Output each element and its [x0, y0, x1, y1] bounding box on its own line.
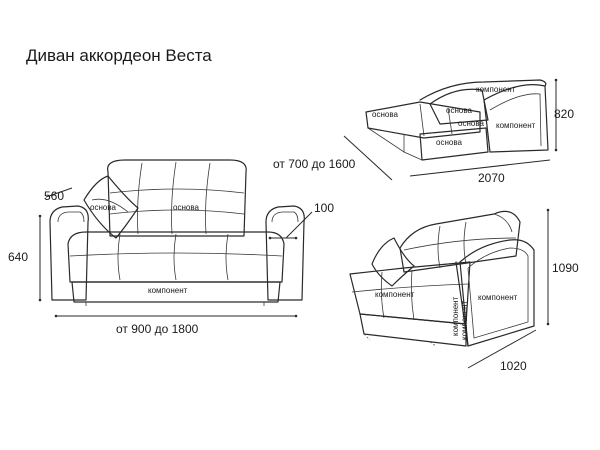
perspective-pillow	[371, 237, 415, 287]
front-seat-seam	[117, 233, 121, 281]
perspective-armrest	[459, 239, 535, 347]
dim-text-560: 560	[44, 189, 64, 203]
front-left-armrest	[49, 205, 89, 301]
perspective-sofa	[349, 210, 535, 347]
perspective-backrest-seam	[463, 221, 467, 265]
unfolded-mattress-seam	[447, 107, 453, 135]
perspective-backrest-roll	[493, 213, 513, 233]
label-komponent-seat: компонент	[375, 290, 415, 299]
dim-text-820: 820	[554, 107, 574, 121]
label-komponent-front: компонент	[148, 286, 188, 295]
unfolded-backrest	[429, 88, 489, 125]
label-komponent-unfolded-side: компонент	[496, 121, 536, 130]
label-osnova-unfolded-front: основа	[436, 138, 462, 147]
dim-text-640: 640	[8, 250, 28, 264]
front-seat-seam	[69, 252, 283, 257]
dim-line-unfold-range	[343, 135, 393, 181]
dim-line-100	[285, 211, 313, 239]
perspective-armrest-front	[455, 261, 469, 347]
unfolded-sofa	[365, 79, 549, 161]
dim-line-1020	[467, 329, 537, 369]
dim-line-2070	[409, 159, 551, 177]
dim-text-2070: 2070	[478, 171, 505, 185]
dim-text-100: 100	[314, 201, 334, 215]
front-backrest	[107, 159, 247, 237]
dim-text-width-range: от 900 до 1800	[116, 322, 199, 336]
label-osnova-backrest: основа	[173, 203, 199, 212]
front-pillow-fold	[91, 198, 129, 213]
front-seat	[67, 231, 285, 283]
front-base-panel	[71, 281, 281, 303]
perspective-base-dashes	[363, 333, 437, 347]
perspective-base	[359, 313, 467, 347]
label-osnova-unfolded-back: основа	[446, 106, 472, 115]
unfolded-front-block	[419, 127, 489, 161]
perspective-seat-seam	[380, 271, 385, 319]
perspective-backrest-seam	[403, 237, 517, 251]
dim-text-unfold-range: от 700 до 1600	[273, 157, 356, 171]
perspective-seat-seam	[410, 269, 415, 321]
label-komponent-armrest: компонент	[478, 293, 518, 302]
diagram-title: Диван аккордеон Веста	[26, 46, 212, 65]
perspective-backrest-seam	[437, 225, 441, 269]
front-pillow	[83, 175, 139, 239]
front-seat-seam	[225, 233, 229, 281]
perspective-seat-seam	[351, 283, 469, 293]
label-komponent-vertical-1: компонент	[451, 296, 460, 336]
front-backrest-seam	[109, 188, 245, 194]
unfolded-mattress-seam	[419, 103, 425, 137]
unfolded-armrest	[483, 84, 549, 153]
front-right-armrest	[265, 205, 305, 301]
front-backrest-seam	[137, 162, 143, 235]
unfolded-armrest-inner	[489, 93, 542, 147]
front-right-armrest-inner	[271, 211, 299, 223]
front-left-armrest-inner	[57, 211, 85, 223]
front-seat-seam	[173, 233, 177, 281]
front-view-sofa	[49, 159, 305, 306]
unfolded-armrest-top	[419, 79, 547, 101]
dim-text-1020: 1020	[500, 359, 527, 373]
label-komponent-unfolded-top: компонент	[476, 85, 516, 94]
label-osnova-pillow: основа	[90, 203, 116, 212]
label-komponent-vertical-2: компонент	[460, 300, 469, 340]
front-backrest-seam	[171, 161, 177, 235]
dim-line-560	[45, 187, 73, 198]
perspective-seat	[349, 261, 471, 325]
dim-text-1090: 1090	[552, 261, 579, 275]
front-backrest-seam	[109, 209, 245, 215]
label-osnova-unfolded-mid: основа	[458, 119, 484, 128]
perspective-armrest-inner	[467, 247, 529, 339]
label-osnova-unfolded-seat: основа	[372, 110, 398, 119]
unfolded-mattress	[365, 101, 481, 139]
front-backrest-seam	[205, 162, 211, 235]
